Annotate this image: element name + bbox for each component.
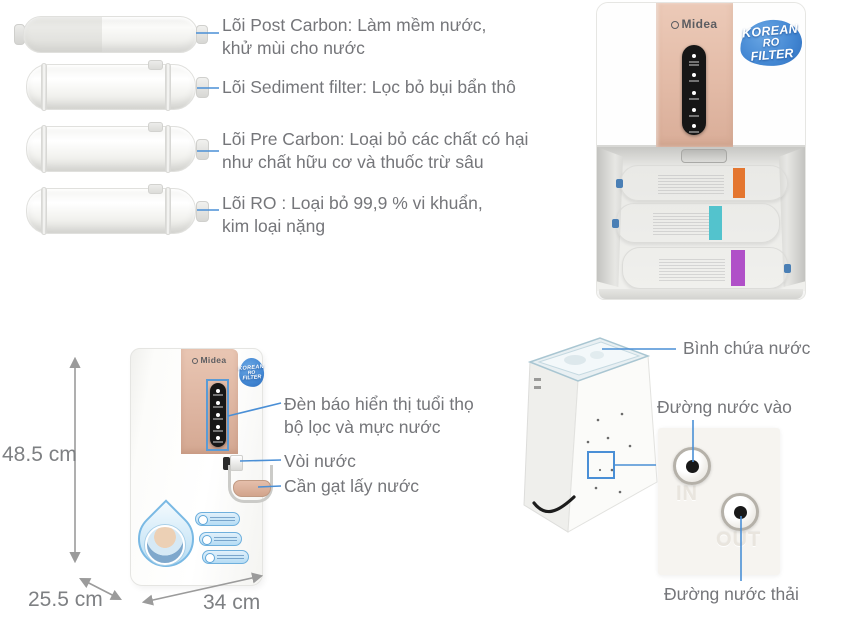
- power-cable: [532, 495, 576, 514]
- inlet-label: Đường nước vào: [657, 397, 792, 417]
- feature-pill: [195, 512, 240, 526]
- indicator-label: Đèn báo hiển thị tuổi thọ bộ lọc và mực …: [284, 394, 474, 437]
- filter-body: [26, 60, 196, 111]
- midea-logo: Midea: [656, 17, 733, 31]
- midea-logo: Midea: [181, 355, 238, 365]
- depth-dimension-label: 25.5 cm: [28, 588, 103, 611]
- pre-carbon-filter-image: [26, 122, 209, 174]
- faucet-label: Vòi nước: [284, 451, 356, 471]
- drain-label: Đường nước thải: [664, 584, 799, 604]
- internal-filter-3: [622, 247, 791, 289]
- control-panel-highlight-box: [206, 379, 229, 451]
- purifier-base: [599, 289, 803, 299]
- post-carbon-filter-image: [14, 15, 208, 55]
- water-tank-lid: [527, 337, 651, 382]
- ports-closeup-panel: IN OUT: [658, 428, 780, 575]
- dispense-lever: [233, 480, 271, 497]
- faucet-nozzle: [223, 457, 230, 470]
- water-inlet-port: [673, 447, 711, 485]
- filter-nipple: [196, 77, 209, 98]
- filter-tab: [148, 60, 163, 70]
- feature-pill: [202, 550, 249, 564]
- ro-filter-image: [26, 184, 209, 236]
- filter-nipple: [196, 25, 208, 44]
- ports-highlight-box: [587, 451, 615, 479]
- purifier-back-view: [523, 337, 658, 533]
- filter-tab: [148, 122, 163, 132]
- port-in-text: IN: [676, 483, 698, 505]
- control-panel-front: [210, 383, 226, 447]
- filter-body: [26, 184, 196, 235]
- water-drop-graphic: [126, 495, 206, 579]
- filter-nipple: [196, 139, 209, 160]
- filter-compartment: [597, 147, 805, 291]
- back-panel-screws: [586, 412, 632, 494]
- purple-stripe: [731, 250, 745, 286]
- tank-label: Bình chứa nước: [683, 338, 811, 358]
- filter-body: [23, 16, 198, 53]
- post-carbon-label: Lõi Post Carbon: Làm mềm nước,khử mùi ch…: [222, 15, 487, 58]
- midea-fan-icon: [671, 21, 680, 29]
- orange-stripe: [733, 168, 745, 198]
- waste-port-hole: [733, 505, 747, 519]
- internal-filter-1: [616, 165, 788, 201]
- width-dimension-label: 34 cm: [203, 591, 261, 614]
- filter-body: [26, 122, 196, 173]
- lever-arm: [228, 465, 273, 503]
- internal-filter-2: [612, 203, 780, 243]
- filter-tab: [148, 184, 163, 194]
- ro-label: Lõi RO : Loại bỏ 99,9 % vi khuẩn,kim loạ…: [222, 193, 483, 236]
- filter-nipple: [196, 201, 209, 222]
- sediment-filter-image: [26, 60, 209, 112]
- height-dimension-label: 48.5 cm: [2, 443, 77, 466]
- rose-gold-panel: Midea: [656, 3, 733, 147]
- teal-stripe: [709, 206, 722, 240]
- lever-label: Cần gạt lấy nước: [284, 476, 420, 496]
- inlet-port-hole: [685, 459, 699, 473]
- port-out-text: OUT: [716, 529, 762, 551]
- sediment-label: Lõi Sediment filter: Lọc bỏ bụi bẩn thô: [222, 77, 516, 97]
- lid-hinge: [681, 149, 727, 163]
- feature-pill: [199, 532, 242, 546]
- woman-photo: [145, 525, 185, 565]
- waste-water-port: [721, 493, 759, 531]
- midea-fan-icon: [192, 358, 199, 364]
- control-panel: [682, 45, 706, 135]
